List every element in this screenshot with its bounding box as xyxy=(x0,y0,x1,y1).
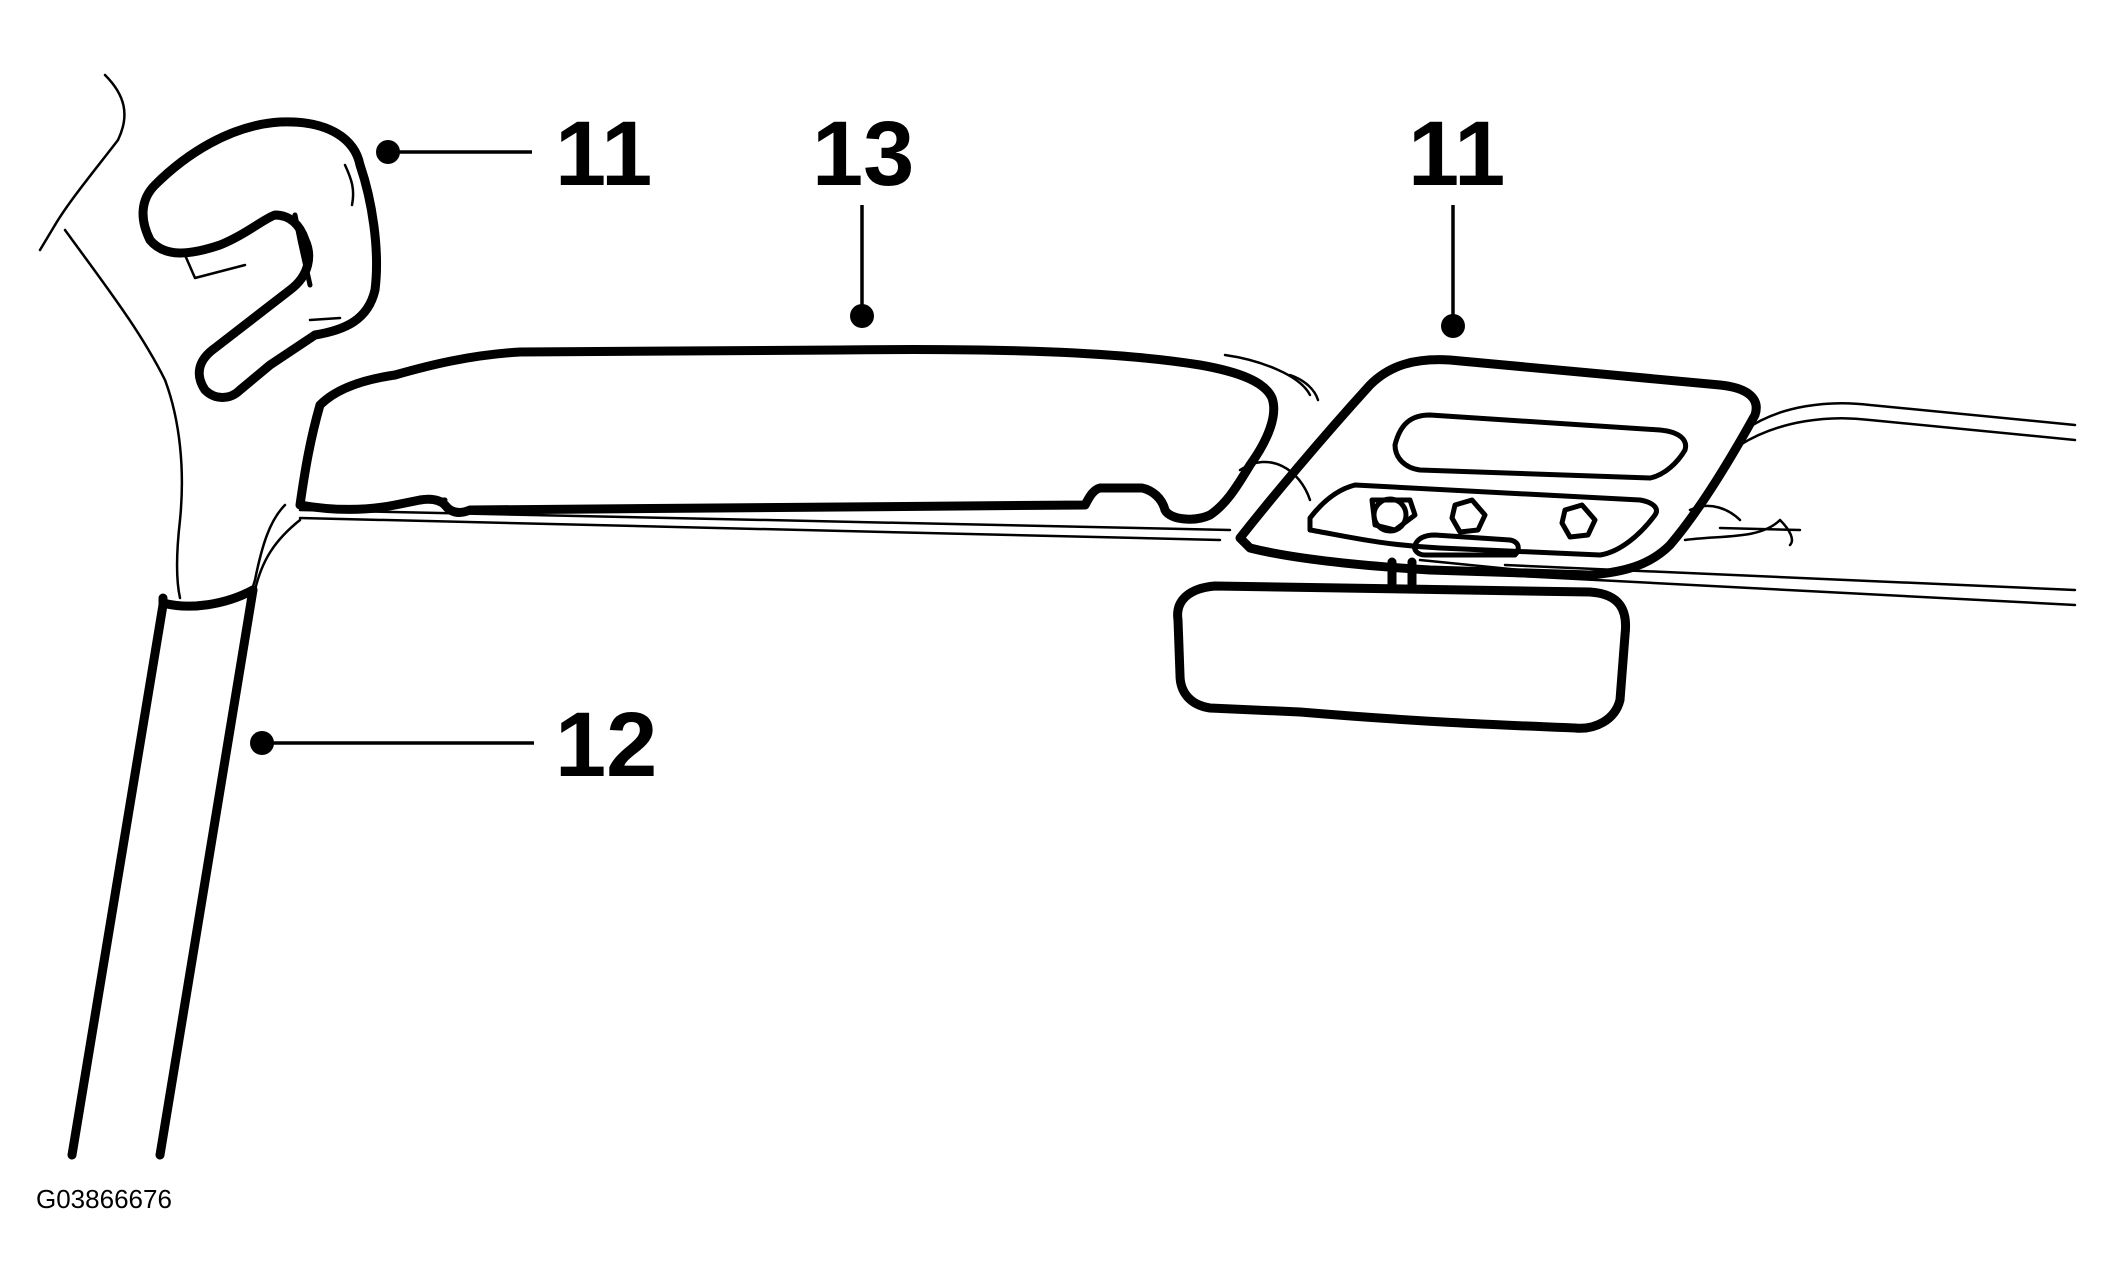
body-outline xyxy=(38,73,2077,607)
callout-label-grab-handle: 11 xyxy=(555,103,652,205)
dome-light xyxy=(1235,355,1761,580)
sun-visor xyxy=(295,345,1279,524)
callout-leaders xyxy=(250,140,1465,755)
callout-label-sun-visor: 13 xyxy=(812,103,914,205)
grab-handle-left xyxy=(138,117,381,402)
rearview-mirror xyxy=(1173,557,1631,733)
callout-label-a-pillar: 12 xyxy=(555,694,657,796)
a-pillar-trim xyxy=(67,585,258,1160)
callout-label-dome-light: 11 xyxy=(1408,103,1505,205)
figure-id: G03866676 xyxy=(36,1184,172,1214)
